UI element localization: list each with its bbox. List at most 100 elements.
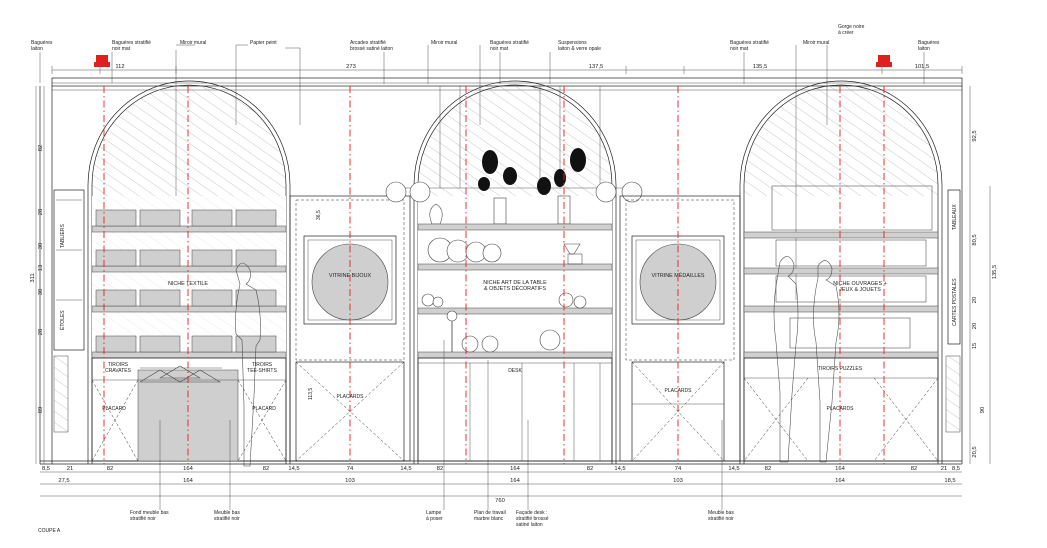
bottom-dim-row1-3: 164: [183, 466, 193, 472]
vitrine-medailles-module: VITRINE MÉDAILLES PLACARDS: [619, 86, 741, 464]
section-title: COUPE A: [38, 528, 61, 534]
bottom-dim-row2-3: 164: [510, 478, 520, 484]
left-dim-7: 89: [38, 407, 44, 413]
top-dim-1: 112: [115, 64, 124, 70]
bottom-dim-row2-4: 103: [673, 478, 683, 484]
left-dim-5: 30: [38, 289, 44, 295]
top-dim-3: 137,5: [589, 64, 604, 70]
left-dim-1: 82: [38, 145, 44, 151]
label-etoles: ÉTOLES: [59, 310, 66, 330]
hanger-icon: [139, 365, 222, 383]
bottom-dim-row1-10: 82: [587, 466, 593, 472]
pendant-light-icon: [595, 181, 617, 203]
person-silhouette-icon: [773, 256, 799, 463]
bottom-dim-row1-15: 164: [835, 466, 845, 472]
right-dim-6: 15: [972, 343, 978, 349]
right-side-panel: TABLEAUX CARTES POSTALES: [945, 189, 961, 433]
left-dim-3: 30: [38, 243, 44, 249]
left-dim-2: 28: [38, 209, 44, 215]
bottom-dim-row2-2: 103: [345, 478, 355, 484]
label-tabliers: TABLIERS: [60, 224, 66, 248]
bottom-dim-row1-13: 14,5: [728, 466, 739, 472]
left-dimensions: 82 28 30 13 30 28 89 311: [30, 86, 45, 464]
label-niche-ouvrages: NICHE OUVRAGES +JEUX & JOUETS: [833, 281, 886, 293]
plant-vase-icon: [478, 150, 517, 225]
textile-shelves: [91, 209, 287, 359]
bottom-dim-row2-0: 27,5: [58, 478, 69, 484]
callout-miroir-mural-2: Miroir mural: [431, 40, 457, 46]
label-placard-left: PLACARD: [102, 406, 126, 412]
bottom-dim-row1-8: 82: [437, 466, 443, 472]
label-niche-art-table: NICHE ART DE LA TABLE& OBJETS DÉCORATIFS: [483, 280, 547, 292]
bottom-dim-row1-9: 164: [510, 466, 520, 472]
label-desk: DESK: [508, 368, 522, 374]
label-niche-textile: NICHE TEXTILE: [168, 281, 208, 287]
right-dim-4: 20: [972, 297, 978, 303]
label-placard-left-2: PLACARD: [252, 406, 276, 412]
label-tableaux: TABLEAUX: [952, 204, 958, 230]
callout-miroir-mural-1: Miroir mural: [180, 40, 206, 46]
plant-vase-icon: [537, 148, 586, 225]
top-dimension-line: 112 273 137,5 135,5 101,5: [51, 64, 963, 74]
left-dim-total: 311: [30, 273, 36, 282]
callout-miroir-mural-3: Miroir mural: [803, 40, 829, 46]
bottom-dim-row2-6: 18,5: [944, 478, 955, 484]
bottom-dim-row1-16: 82: [911, 466, 917, 472]
right-dim-3: 135,5: [992, 265, 998, 280]
dim-placard-height: 113,5: [308, 388, 314, 400]
label-tiroirs-puzzles: TIROIRS PUZZLES: [818, 366, 863, 372]
center-arch-module: NICHE ART DE LA TABLE& OBJETS DÉCORATIFS…: [385, 80, 643, 464]
bottom-dim-row1-2: 82: [107, 466, 113, 472]
pendant-light-icon: [385, 181, 407, 203]
top-dim-4: 135,5: [753, 64, 768, 70]
bottom-dim-row1-5: 14,5: [288, 466, 299, 472]
pendant-light-icon: [409, 181, 431, 203]
callout-papier-peint: Papier peint: [250, 40, 277, 46]
bottom-dim-row1-11: 14,5: [614, 466, 625, 472]
right-arch-module: NICHE OUVRAGES +JEUX & JOUETS TIROIRS PU…: [739, 80, 943, 464]
right-dim-8: 20,5: [972, 446, 978, 457]
bottom-dim-row2-1: 164: [183, 478, 193, 484]
bottom-dim-row1-4: 82: [263, 466, 269, 472]
bottom-dim-row1-0: 8,5: [42, 466, 50, 472]
lamp-icon: [446, 310, 458, 352]
right-dim-5: 20: [972, 323, 978, 329]
red-spot-right-icon: [876, 55, 892, 67]
bottom-dim-row1-7: 14,5: [400, 466, 411, 472]
right-dim-2: 80,5: [972, 234, 978, 245]
book-rows: [743, 185, 939, 359]
person-silhouette-icon: [235, 262, 261, 467]
total-width: 760: [495, 498, 505, 504]
dim-bijoux-height: 36,5: [316, 210, 322, 220]
right-dim-1: 92,5: [972, 130, 978, 141]
bottom-dim-row2-5: 164: [835, 478, 845, 484]
bottom-dim-row1-6: 74: [347, 466, 354, 472]
red-spot-left-icon: [94, 55, 110, 67]
vitrine-bijoux-module: VITRINE BIJOUX 36,5 PLACARDS 113,5: [289, 86, 411, 464]
right-dimensions: 92,5 80,5 135,5 20 20 15 90 20,5: [969, 86, 998, 464]
left-dim-6: 28: [38, 329, 44, 335]
bottom-dim-row1-18: 8,5: [952, 466, 960, 472]
right-dim-7: 90: [980, 407, 986, 413]
label-cartes-postales: CARTES POSTALES: [952, 278, 958, 326]
left-dim-4: 13: [38, 265, 44, 271]
